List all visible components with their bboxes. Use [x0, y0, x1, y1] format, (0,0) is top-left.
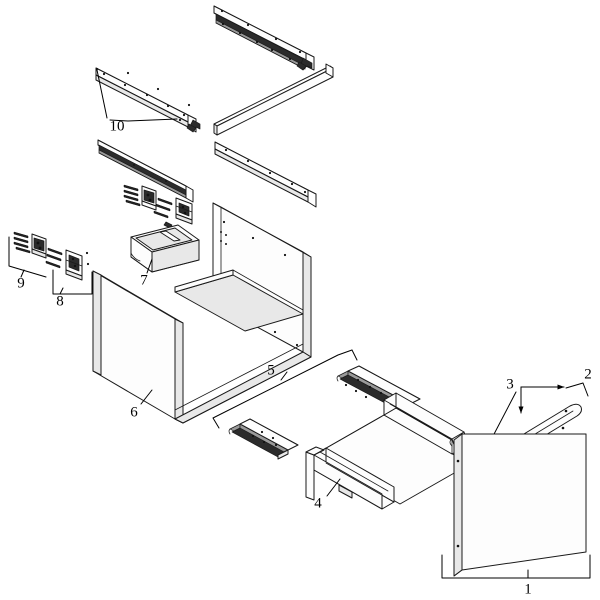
leader-1 [441, 554, 591, 579]
leader-7 [146, 258, 153, 274]
part-corner-connector-right [296, 57, 313, 71]
part-side-rail-lower [214, 141, 317, 208]
part-top-rear-rail [213, 5, 315, 71]
leader-2 [565, 382, 589, 397]
part-mounting-plate-upper [123, 184, 157, 211]
part-organizer-tray [130, 224, 200, 273]
part-label-8: 8 [56, 293, 64, 309]
part-mounting-plate [13, 231, 47, 259]
part-label-5: 5 [267, 362, 275, 378]
part-label-4: 4 [314, 495, 322, 511]
part-front-panel [453, 426, 587, 577]
screw-group-9 [13, 231, 31, 254]
part-label-6: 6 [130, 404, 138, 420]
part-cabinet-body [92, 202, 312, 424]
part-top-panel [213, 63, 334, 136]
leader-5 [212, 349, 358, 429]
part-hanger-bracket-upper [153, 197, 193, 229]
part-top-front-rail [95, 67, 197, 133]
part-hanger-bracket [45, 247, 90, 281]
part-label-7: 7 [140, 272, 148, 288]
screw-group-upper-2 [153, 197, 173, 219]
part-corner-connector-left [186, 119, 201, 133]
leader-4 [326, 478, 341, 497]
part-label-1: 1 [524, 581, 532, 597]
part-label-3: 3 [506, 376, 514, 392]
part-runner-left [228, 418, 299, 460]
leader-9 [8, 236, 47, 278]
part-label-10: 10 [110, 118, 125, 134]
leader-6 [140, 389, 153, 405]
part-label-9: 9 [17, 275, 25, 291]
screw-group-8 [45, 247, 63, 269]
leader-8 [52, 269, 93, 295]
part-cross-batten [97, 139, 194, 203]
screw-group-upper [123, 184, 141, 207]
part-label-2: 2 [584, 366, 592, 382]
leader-10 [96, 69, 178, 122]
